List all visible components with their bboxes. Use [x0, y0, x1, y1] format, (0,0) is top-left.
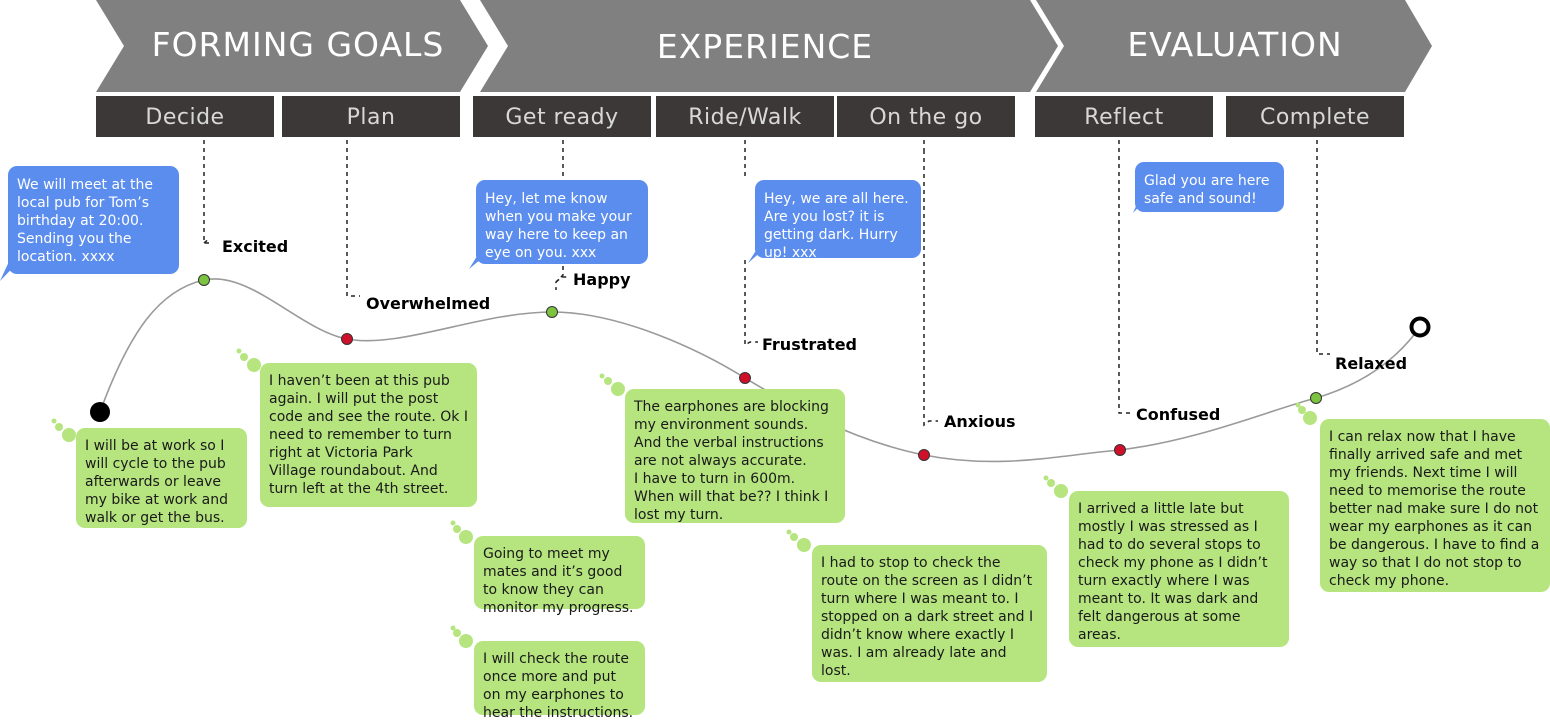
emotion-label-confused: Confused: [1136, 405, 1220, 424]
thought-bubble-decide: I will be at work so I will cycle to the…: [76, 428, 247, 528]
emotion-label-frustrated: Frustrated: [762, 335, 857, 354]
message-bubble-lost: Hey, we are all here. Are you lost? it i…: [755, 180, 921, 261]
thought-bubble-relax: I can relax now that I have finally arri…: [1320, 419, 1550, 592]
emotion-point-confused: [1114, 444, 1126, 456]
stage-label: On the go: [869, 105, 982, 130]
thought-bubble-plan: I haven’t been at this pub again. I will…: [260, 363, 477, 507]
emotion-label-happy: Happy: [573, 270, 631, 289]
thought-bubble-earphones: The earphones are blocking my environmen…: [625, 389, 845, 523]
connector-plan: [346, 140, 360, 297]
emotion-point-frustrated: [739, 372, 751, 384]
emotion-point-relaxed: [1310, 392, 1322, 404]
stage-label: Ride/Walk: [688, 105, 802, 130]
connector-reflect: [1118, 140, 1130, 414]
emotion-point-excited: [198, 274, 210, 286]
connector-decide: [203, 140, 212, 244]
thought-bubble-reflect: I arrived a little late but mostly I was…: [1069, 491, 1289, 647]
stage-connectors: [203, 140, 1330, 427]
stage-label: Complete: [1260, 105, 1370, 130]
stage-ride-walk: Ride/Walk: [656, 96, 834, 137]
connector-on-the-go-lower: [923, 150, 938, 427]
emotion-point-happy: [546, 306, 558, 318]
stage-label: Get ready: [505, 105, 618, 130]
emotion-label-excited: Excited: [222, 237, 288, 256]
emotion-label-overwhelmed: Overwhelmed: [366, 294, 490, 313]
connector-complete: [1316, 140, 1330, 355]
emotion-label-relaxed: Relaxed: [1335, 354, 1407, 373]
phase-chevron: [1036, 0, 1432, 92]
thought-dots: [51, 348, 1317, 648]
phase-label: EVALUATION: [1127, 25, 1342, 64]
journey-start-marker: [90, 402, 110, 422]
message-bubble-invite: We will meet at the local pub for Tom’s …: [8, 166, 179, 274]
connector-get-ready-lower: [555, 250, 567, 290]
stage-label: Reflect: [1084, 105, 1163, 130]
phase-evaluation: EVALUATION: [1036, 0, 1432, 92]
stage-on-the-go: On the go: [837, 96, 1015, 137]
connector-ride-walk-lower: [744, 260, 758, 347]
stage-decide: Decide: [96, 96, 274, 137]
thought-bubble-good-to-know: Going to meet my mates and it’s good to …: [474, 536, 645, 616]
phase-forming-goals: FORMING GOALS: [96, 0, 488, 92]
phase-chevron: [480, 0, 1058, 92]
connector-decide-tip: [203, 237, 211, 244]
stage-get-ready: Get ready: [473, 96, 651, 137]
stage-plan: Plan: [282, 96, 460, 137]
emotion-point-anxious: [918, 449, 930, 461]
message-bubble-glad: Glad you are here safe and sound!: [1135, 162, 1284, 212]
thought-bubble-stopped: I had to stop to check the route on the …: [812, 545, 1047, 682]
journey-end-marker: [1409, 316, 1431, 338]
message-bubble-keep-eye: Hey, let me know when you make your way …: [476, 180, 648, 264]
thought-bubble-check-route: I will check the route once more and put…: [474, 641, 645, 721]
stage-reflect: Reflect: [1035, 96, 1213, 137]
phase-experience: EXPERIENCE: [480, 0, 1058, 92]
phase-label: FORMING GOALS: [152, 25, 445, 64]
stage-complete: Complete: [1226, 96, 1404, 137]
phase-chevron: [96, 0, 488, 92]
stage-label: Plan: [347, 105, 396, 130]
stage-label: Decide: [145, 105, 224, 130]
emotion-point-overwhelmed: [341, 333, 353, 345]
phase-label: EXPERIENCE: [657, 27, 873, 66]
emotion-label-anxious: Anxious: [944, 412, 1015, 431]
